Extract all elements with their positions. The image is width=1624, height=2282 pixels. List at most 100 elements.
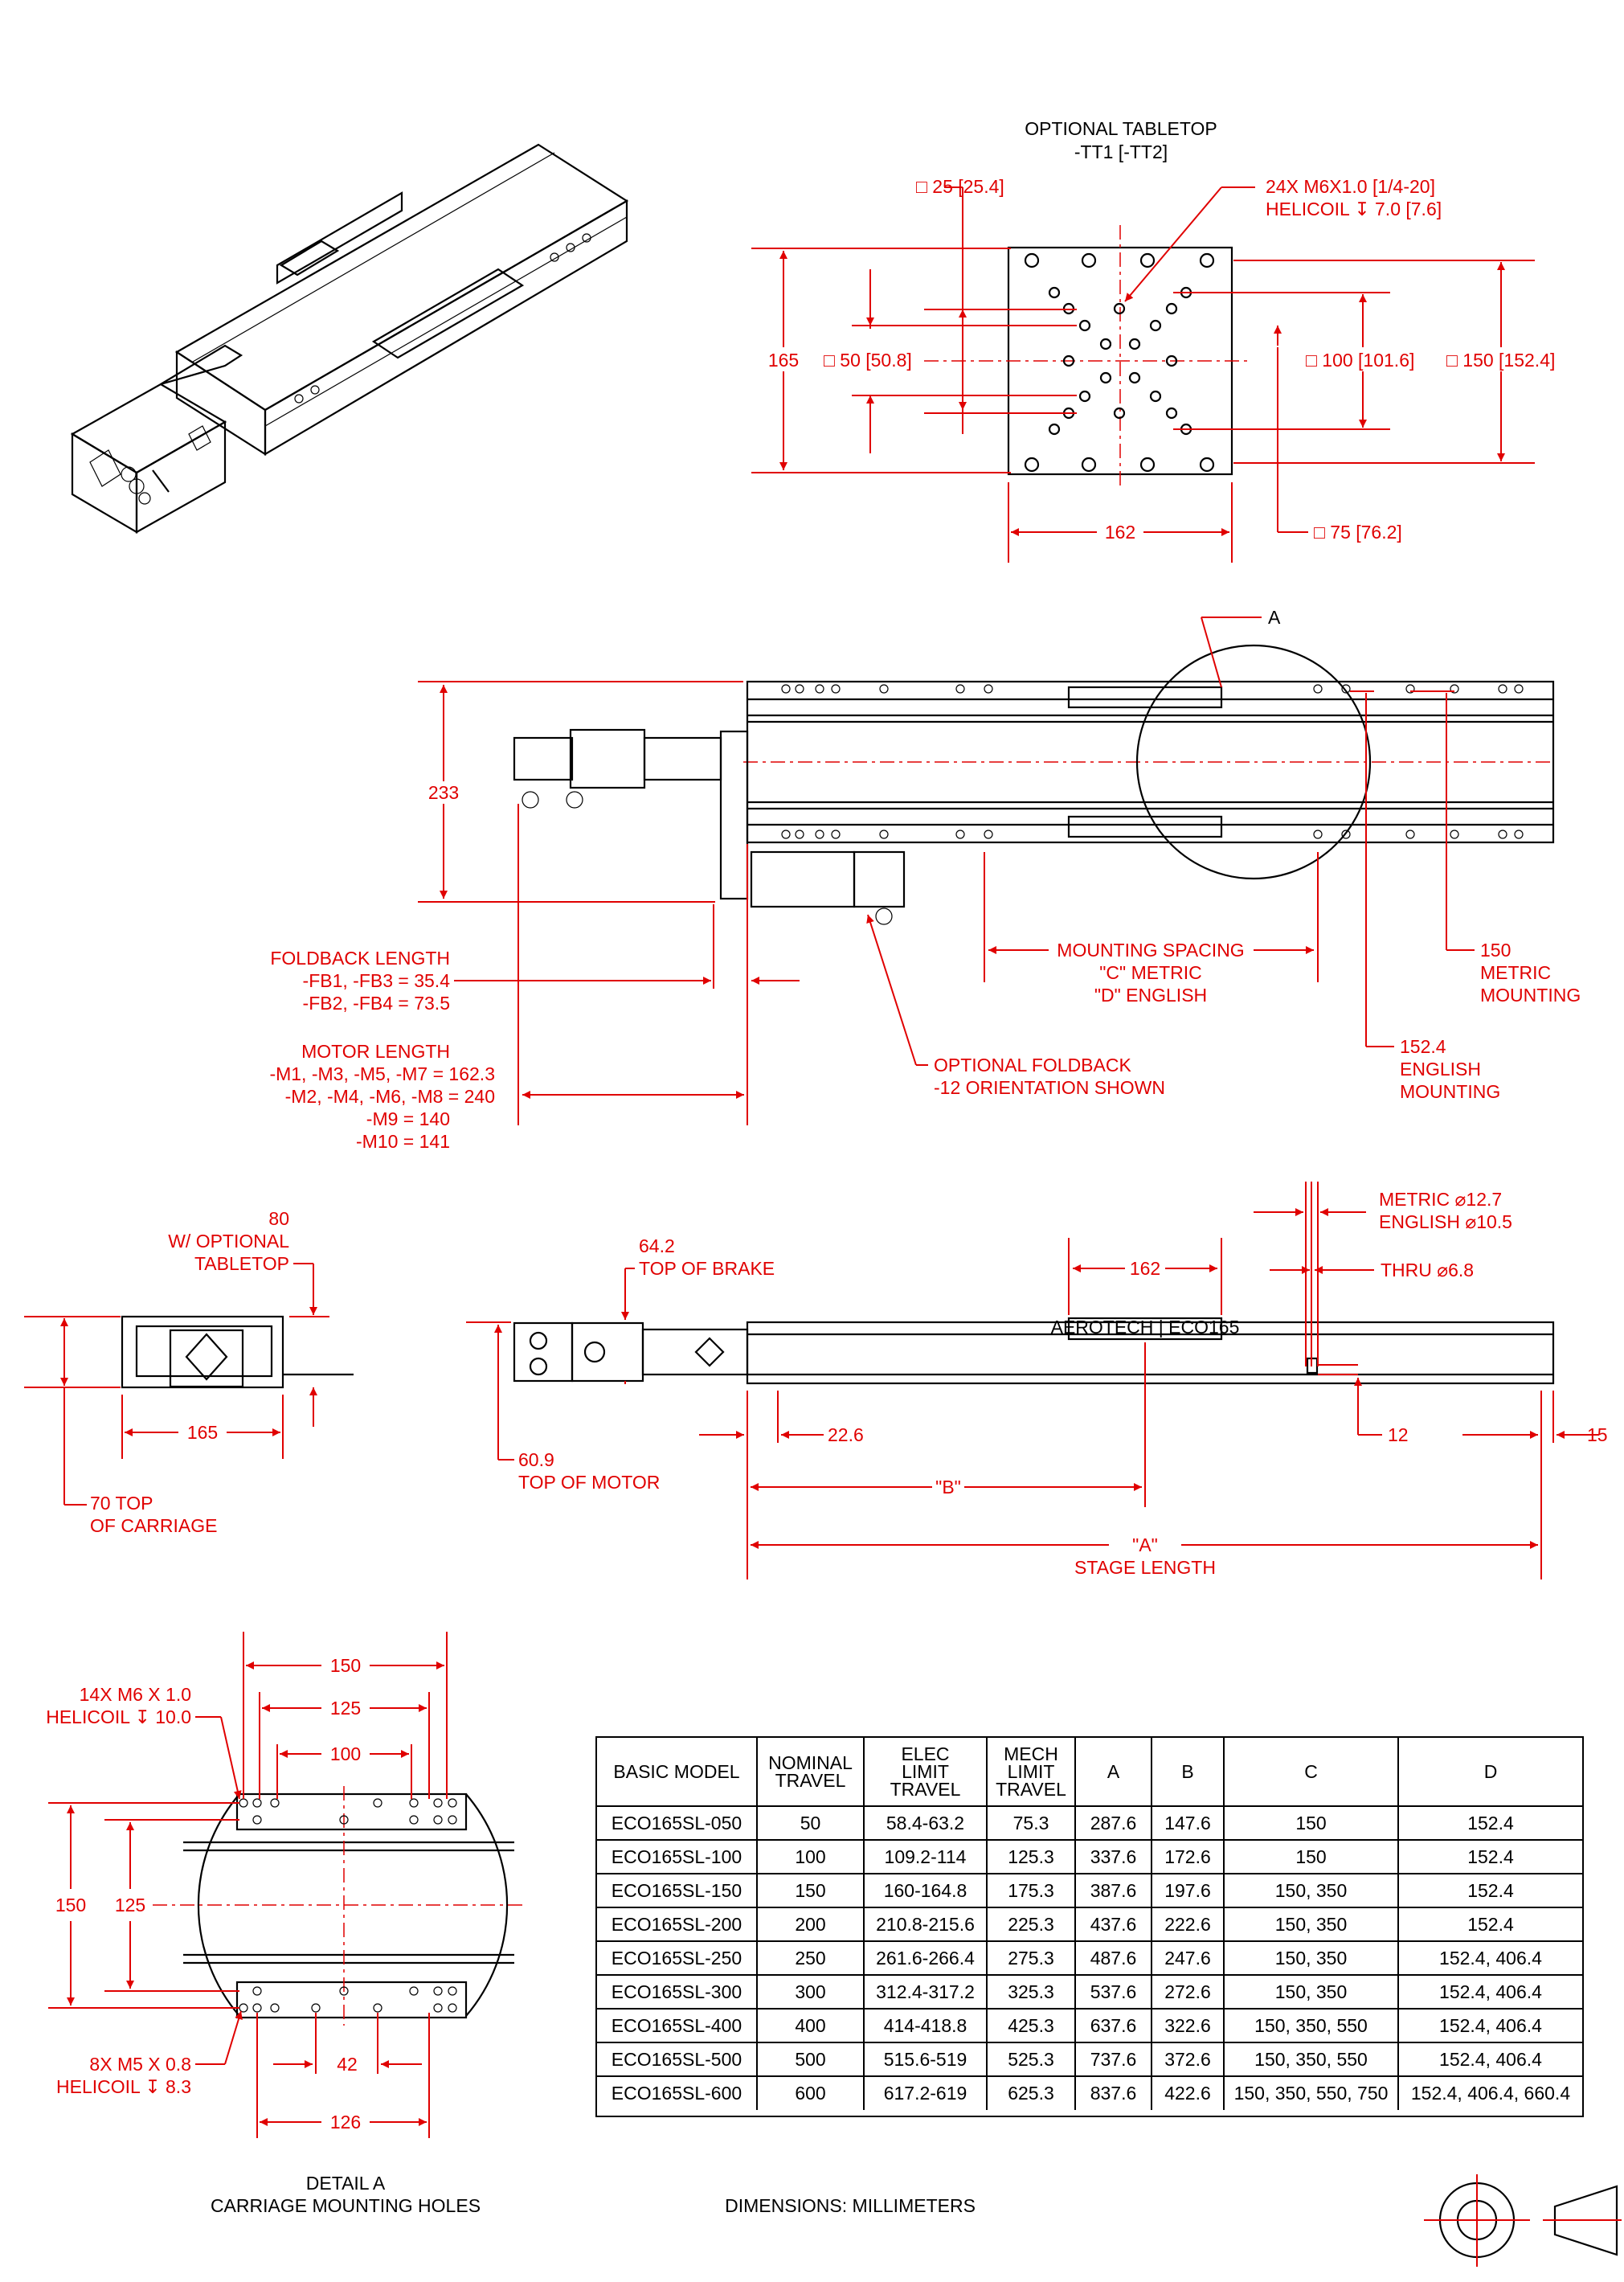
table-cell: ECO165SL-600: [612, 2083, 742, 2104]
table-header-cell: TRAVEL: [890, 1779, 961, 1800]
english-2: ENGLISH: [1400, 1059, 1481, 1080]
top-view: A 233 FOLDBACK LENGTH -FB1, -FB3 = 35.4 …: [269, 607, 1581, 1152]
table-cell: ECO165SL-100: [612, 1846, 742, 1867]
dim-233-label: 233: [428, 782, 459, 803]
note-14x-1: 14X M6 X 1.0: [80, 1684, 191, 1705]
table-cell: 147.6: [1164, 1813, 1211, 1833]
third-angle-projection-symbol: [1424, 2174, 1622, 2267]
table-header-cell: ELEC: [901, 1743, 949, 1764]
detail-dim-126: 126: [330, 2112, 361, 2132]
motor-body-top: [569, 728, 646, 789]
table-cell: 152.4: [1467, 1914, 1514, 1935]
table-cell: 152.4, 406.4: [1439, 2049, 1542, 2070]
dim-162-label: 162: [1105, 522, 1135, 543]
table-header-cell: C: [1304, 1761, 1318, 1782]
table-cell: 150: [1295, 1813, 1326, 1833]
carriage-2: OF CARRIAGE: [90, 1515, 217, 1536]
tabletop-label-2: TABLETOP: [194, 1253, 289, 1274]
motor-2: -M2, -M4, -M6, -M8 = 240: [285, 1086, 495, 1107]
tabletop-title: OPTIONAL TABLETOP: [1025, 118, 1217, 139]
detail-dim-42: 42: [337, 2054, 358, 2075]
table-cell: 275.3: [1008, 1948, 1054, 1969]
table-cell: 600: [795, 2083, 825, 2104]
foldback-2: -FB2, -FB4 = 73.5: [303, 993, 450, 1014]
table-cell: 837.6: [1090, 2083, 1137, 2104]
table-cell: 152.4, 406.4, 660.4: [1411, 2083, 1570, 2104]
motor-top-1: 60.9: [518, 1449, 554, 1470]
detail-left-125: 125: [115, 1895, 145, 1915]
table-cell: 200: [795, 1914, 825, 1935]
table-cell: 337.6: [1090, 1846, 1137, 1867]
dim-22-6: 22.6: [828, 1424, 864, 1445]
tabletop-note-1: 24X M6X1.0 [1/4-20]: [1266, 176, 1435, 197]
table-cell: 152.4, 406.4: [1439, 1948, 1542, 1969]
table-cell: 422.6: [1164, 2083, 1211, 2104]
table-cell: ECO165SL-250: [612, 1948, 742, 1969]
table-cell: 222.6: [1164, 1914, 1211, 1935]
motor-coupling-top: [643, 736, 722, 781]
detail-left-150: 150: [55, 1895, 86, 1915]
foldback-title: FOLDBACK LENGTH: [270, 948, 450, 969]
table-header-cell: D: [1484, 1761, 1498, 1782]
dim-b: "B": [935, 1477, 961, 1497]
tabletop-view: OPTIONAL TABLETOP -TT1 [-TT2] □ 25 [25.4…: [751, 118, 1571, 563]
mounting-1: MOUNTING SPACING: [1057, 940, 1244, 961]
note-14x-2: HELICOIL ↧ 10.0: [46, 1706, 191, 1727]
motor-3: -M9 = 140: [366, 1108, 450, 1129]
table-header-cell: BASIC MODEL: [613, 1761, 739, 1782]
foldback-motor: [750, 850, 856, 908]
table-cell: ECO165SL-200: [612, 1914, 742, 1935]
table-header-cell: TRAVEL: [775, 1770, 846, 1791]
detail-caption-1: DETAIL A: [306, 2173, 386, 2194]
brake-top-1: 64.2: [639, 1235, 675, 1256]
motor-4: -M10 = 141: [356, 1131, 450, 1152]
table-cell: 400: [795, 2015, 825, 2036]
foldback-plate: [719, 730, 749, 900]
table-cell: 500: [795, 2049, 825, 2070]
table-cell: 322.6: [1164, 2015, 1211, 2036]
table-cell: ECO165SL-500: [612, 2049, 742, 2070]
table-cell: 312.4-317.2: [876, 1981, 975, 2002]
brand-label: AEROTECH | ECO165: [1051, 1317, 1240, 1338]
detail-a-label: A: [1268, 607, 1281, 628]
table-cell: 150, 350: [1275, 1981, 1348, 2002]
table-cell: 247.6: [1164, 1948, 1211, 1969]
metric-3: MOUNTING: [1480, 985, 1581, 1006]
table-header-cell: B: [1181, 1761, 1193, 1782]
table-cell: 100: [795, 1846, 825, 1867]
dim-80-label: 80: [268, 1208, 289, 1229]
top-holes: [781, 684, 1524, 839]
tabletop-subtitle: -TT1 [-TT2]: [1074, 141, 1168, 162]
table-cell: 261.6-266.4: [876, 1948, 975, 1969]
table-cell: 287.6: [1090, 1813, 1137, 1833]
english-dia: ENGLISH ⌀10.5: [1379, 1211, 1512, 1232]
table-cell: 150, 350: [1275, 1914, 1348, 1935]
table-cell: 152.4, 406.4: [1439, 2015, 1542, 2036]
table-cell: 625.3: [1008, 2083, 1054, 2104]
table-cell: 425.3: [1008, 2015, 1054, 2036]
metric-2: METRIC: [1480, 962, 1551, 983]
table-cell: 225.3: [1008, 1914, 1054, 1935]
table-cell: 387.6: [1090, 1880, 1137, 1901]
brake-side: [571, 1321, 644, 1383]
mounting-2: "C" METRIC: [1099, 962, 1202, 983]
table-cell: 150, 350, 550: [1254, 2015, 1368, 2036]
dim-15: 15: [1587, 1424, 1608, 1445]
table-cell: 414-418.8: [884, 2015, 967, 2036]
optional-2: -12 ORIENTATION SHOWN: [934, 1077, 1165, 1098]
table-cell: 437.6: [1090, 1914, 1137, 1935]
table-cell: 109.2-114: [885, 1846, 967, 1867]
thru-label: THRU ⌀6.8: [1381, 1260, 1474, 1280]
dim-50-label: □ 50 [50.8]: [824, 350, 912, 371]
table-header-cell: NOMINAL: [768, 1752, 853, 1773]
side-view: AEROTECH | ECO165 60.9 TOP OF MOTOR 64.2…: [466, 1182, 1608, 1579]
table-cell: 150, 350, 550, 750: [1234, 2083, 1389, 2104]
dim-75-label: □ 75 [76.2]: [1314, 522, 1402, 543]
table-cell: 372.6: [1164, 2049, 1211, 2070]
foldback-1: -FB1, -FB3 = 35.4: [303, 970, 451, 991]
table-cell: 210.8-215.6: [876, 1914, 975, 1935]
table-cell: 300: [795, 1981, 825, 2002]
motor-title: MOTOR LENGTH: [301, 1041, 450, 1062]
table-cell: 175.3: [1008, 1880, 1054, 1901]
table-header-cell: LIMIT: [1008, 1761, 1055, 1782]
